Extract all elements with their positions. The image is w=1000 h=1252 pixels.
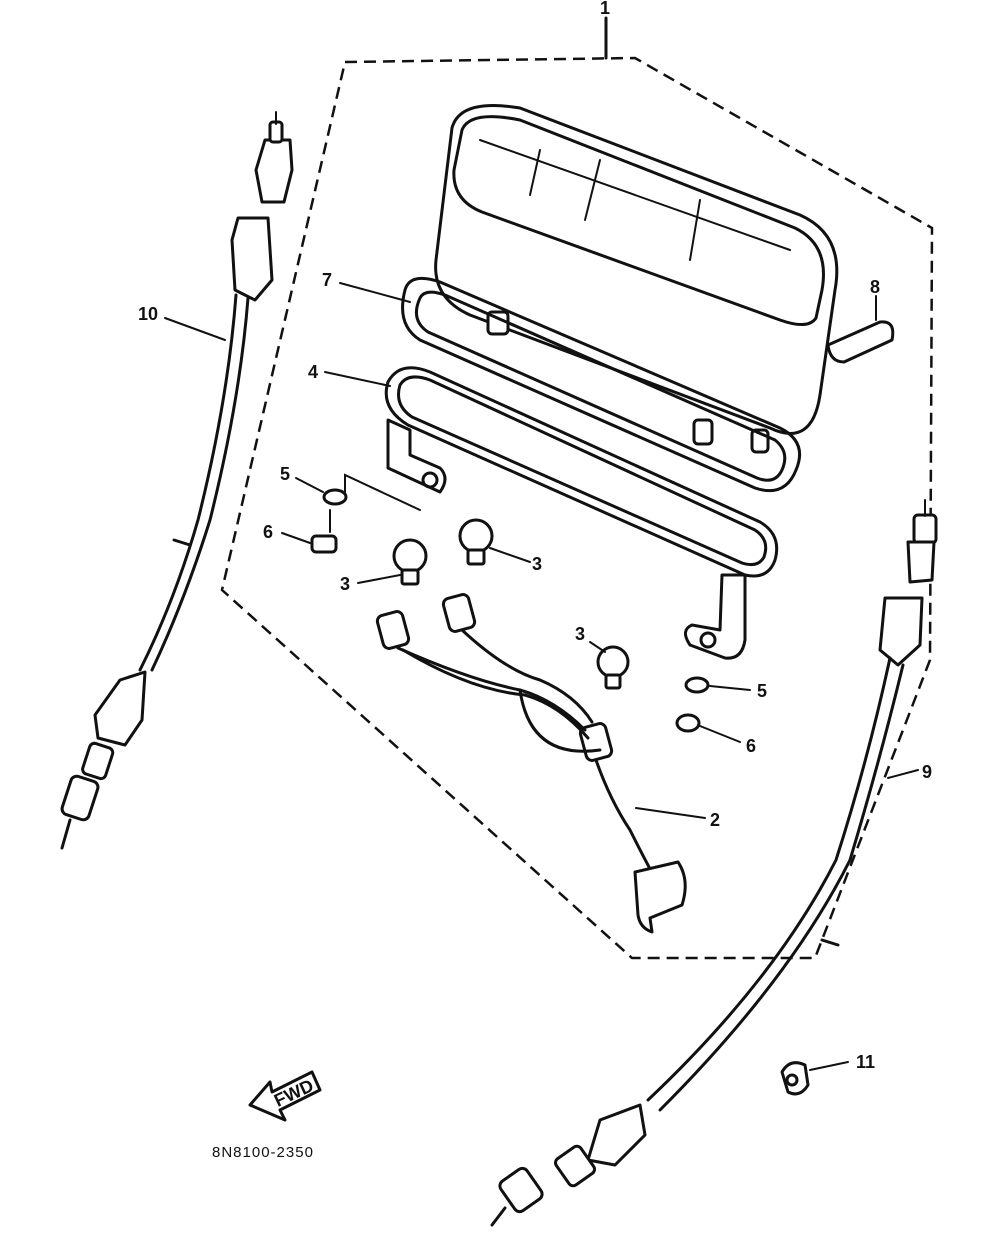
callout-9: 9: [922, 762, 932, 782]
callout-3-lower: 3: [575, 624, 585, 644]
nut-6-left: [310, 534, 338, 554]
callout-4: 4: [308, 362, 318, 382]
forward-arrow-icon: FWD: [248, 1070, 322, 1122]
callout-5-left: 5: [280, 464, 290, 484]
callout-1: 1: [600, 0, 610, 18]
callout-7: 7: [322, 270, 332, 290]
callout-10: 10: [138, 304, 158, 324]
bulb-3-middle: [458, 518, 494, 566]
callout-2: 2: [710, 810, 720, 830]
assembly-boundary: [220, 16, 934, 960]
callout-5-right: 5: [757, 681, 767, 701]
diagram-code: 8N8100-2350: [212, 1144, 314, 1161]
callout-11: 11: [856, 1052, 875, 1072]
callout-3-left: 3: [340, 574, 350, 594]
part-8-knob: [826, 295, 895, 364]
callout-6-right: 6: [746, 736, 756, 756]
nut-6-right: [675, 713, 701, 733]
part-9-cable-right: [490, 499, 938, 1227]
meter-housing: [434, 104, 839, 454]
callout-3-right: 3: [532, 554, 542, 574]
part-4-bracket: [384, 366, 779, 660]
callout-8: 8: [870, 277, 880, 297]
callout-6-left: 6: [263, 522, 273, 542]
callouts: 1 7 8 4 5 6 3 3 3 5 6 2 9 10 11: [138, 0, 932, 1072]
part-7-gasket: [401, 276, 801, 493]
part-2-wire-harness: [375, 593, 687, 934]
part-11-clamp: [780, 1061, 810, 1096]
part-10-cable-left: [60, 111, 294, 850]
washer-5-right: [684, 676, 710, 694]
bulb-3-left: [392, 538, 428, 586]
leader-lines: [164, 282, 919, 1071]
washer-5-left: [322, 488, 348, 506]
bulb-3-lower: [596, 645, 630, 690]
